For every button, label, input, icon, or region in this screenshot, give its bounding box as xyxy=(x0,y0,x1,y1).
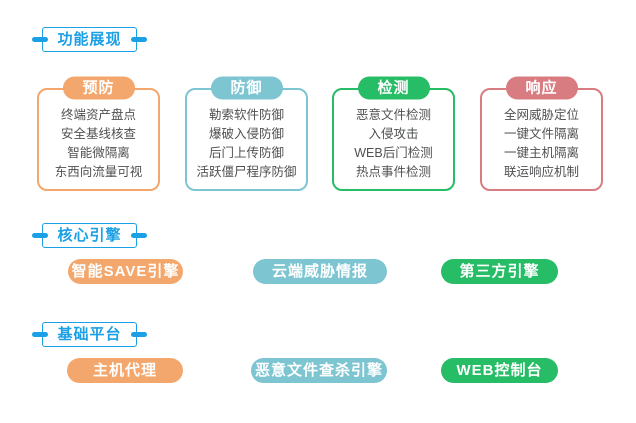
feature-item: 东西向流量可视 xyxy=(54,165,143,179)
label-dash-left-icon xyxy=(32,233,48,238)
section-label-core-engines: 核心引擎 xyxy=(32,223,147,248)
feature-item: 勒索软件防御 xyxy=(208,108,284,122)
pill-malicious-file-scan-engine: 恶意文件查杀引擎 xyxy=(251,358,387,383)
label-dash-right-icon xyxy=(131,37,147,42)
label-dash-left-icon xyxy=(32,37,48,42)
feature-item: 一键主机隔离 xyxy=(503,146,579,160)
feature-item: 一键文件隔离 xyxy=(503,127,579,141)
section-label-features-text: 功能展现 xyxy=(57,31,122,48)
section-label-base-platform: 基础平台 xyxy=(32,322,147,347)
pill-cloud-threat-intel: 云端威胁情报 xyxy=(253,259,387,284)
feature-item: 联运响应机制 xyxy=(503,165,579,179)
pill-host-agent: 主机代理 xyxy=(67,358,183,383)
pill-save-engine: 智能SAVE引擎 xyxy=(68,259,183,284)
feature-item: 全网威胁定位 xyxy=(503,108,579,122)
pill-web-console: WEB控制台 xyxy=(441,358,558,383)
card-response-items: 全网威胁定位 一键文件隔离 一键主机隔离 联运响应机制 xyxy=(482,90,601,182)
label-dash-right-icon xyxy=(131,332,147,337)
feature-item: 爆破入侵防御 xyxy=(208,127,284,141)
section-label-core-engines-text: 核心引擎 xyxy=(57,227,122,244)
card-response-title-badge: 响应 xyxy=(505,76,578,100)
feature-item: 恶意文件检测 xyxy=(355,108,431,122)
card-prevention-items: 终端资产盘点 安全基线核查 智能微隔离 东西向流量可视 xyxy=(39,90,158,182)
feature-item: 终端资产盘点 xyxy=(60,108,136,122)
pill-third-party-engine: 第三方引擎 xyxy=(441,259,558,284)
card-detection-title-badge: 检测 xyxy=(357,76,430,100)
card-detection-items: 恶意文件检测 入侵攻击 WEB后门检测 热点事件检测 xyxy=(334,90,453,182)
card-defense-items: 勒索软件防御 爆破入侵防御 后门上传防御 活跃僵尸程序防御 xyxy=(187,90,306,182)
card-prevention: 预防 终端资产盘点 安全基线核查 智能微隔离 东西向流量可视 xyxy=(37,76,160,191)
section-label-base-platform-text: 基础平台 xyxy=(57,326,122,343)
feature-item: 入侵攻击 xyxy=(368,127,419,141)
feature-item: 安全基线核查 xyxy=(60,127,136,141)
feature-item: WEB后门检测 xyxy=(354,146,433,160)
feature-item: 活跃僵尸程序防御 xyxy=(196,165,297,179)
label-dash-left-icon xyxy=(32,332,48,337)
card-prevention-title-badge: 预防 xyxy=(62,76,135,100)
feature-item: 热点事件检测 xyxy=(355,165,431,179)
card-detection: 检测 恶意文件检测 入侵攻击 WEB后门检测 热点事件检测 xyxy=(332,76,455,191)
label-dash-right-icon xyxy=(131,233,147,238)
section-label-features: 功能展现 xyxy=(32,27,147,52)
feature-item: 智能微隔离 xyxy=(67,146,130,160)
card-defense-title-badge: 防御 xyxy=(210,76,283,100)
card-response: 响应 全网威胁定位 一键文件隔离 一键主机隔离 联运响应机制 xyxy=(480,76,603,191)
feature-item: 后门上传防御 xyxy=(208,146,284,160)
card-defense: 防御 勒索软件防御 爆破入侵防御 后门上传防御 活跃僵尸程序防御 xyxy=(185,76,308,191)
